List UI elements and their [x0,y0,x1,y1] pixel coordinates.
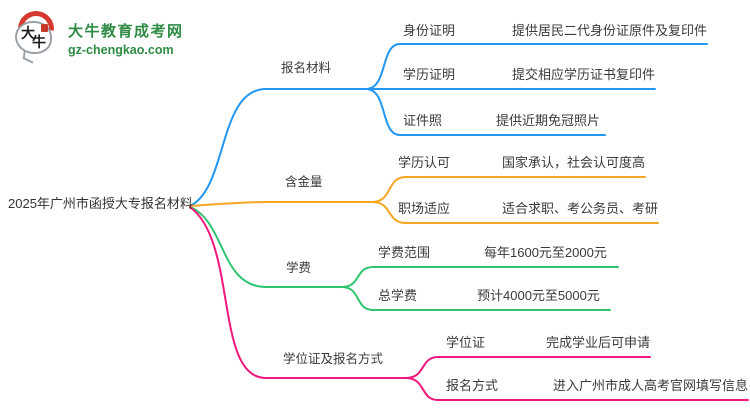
node-tuition-range-label: 学费范围 [378,245,431,260]
node-id-proof-label: 身份证明 [403,23,456,38]
branch-1-child-1-line [365,43,708,90]
logo-text-block: 大牛教育成考网 gz-chengkao.com [68,12,184,57]
node-degree-recognition-value: 国家承认，社会认可度高 [502,155,646,170]
branch-3-child-1-line [341,266,619,288]
node-education-proof-value: 提交相应学历证书复印件 [512,67,656,82]
branch-4-main-line [189,206,407,379]
node-registration-method-value: 进入广州市成人高考官网填写信息 [553,378,749,393]
node-workplace-fit-label: 职场适应 [398,201,451,216]
node-id-proof-value: 提供居民二代身份证原件及复印件 [512,23,708,38]
site-url: gz-chengkao.com [68,43,174,57]
branch-tuition-label: 学费 [286,261,312,275]
node-total-tuition-value: 预计4000元至5000元 [477,288,600,303]
node-id-photo-value: 提供近期免冠照片 [496,113,601,128]
branch-3-child-2-line [341,286,611,311]
branch-2-child-1-line [371,176,646,203]
daniu-logo-icon: 大 牛 [10,3,62,64]
node-id-photo-label: 证件照 [403,113,443,128]
node-education-proof-label: 学历证明 [403,67,456,82]
node-degree-recognition-label: 学历认可 [398,155,451,170]
node-tuition-range-value: 每年1600元至2000元 [484,245,607,260]
node-registration-method-label: 报名方式 [446,378,499,393]
branch-4-child-1-line [405,356,651,379]
root-node: 2025年广州市函授大专报名材料 [8,196,193,211]
site-name: 大牛教育成考网 [68,23,184,40]
node-total-tuition-label: 总学费 [378,288,418,303]
logo-char-niu: 牛 [32,34,46,50]
logo-char-da: 大 [21,25,35,41]
branch-degree-and-registration-label: 学位证及报名方式 [283,352,384,366]
node-degree-cert-label: 学位证 [446,335,486,350]
branch-1-main-line [189,88,367,207]
branch-2-main-line [189,201,373,207]
node-degree-cert-value: 完成学业后可申请 [546,335,651,350]
logo-speech-bubble-icon: 大 牛 [15,21,52,54]
branch-2-child-2-line [371,201,659,224]
branch-enrollment-materials-label: 报名材料 [281,61,332,75]
logo-red-seal-icon [41,24,48,32]
branch-1-child-3-line [365,88,606,136]
branch-3-main-line [189,206,343,288]
site-logo[interactable]: 大 牛 大牛教育成考网 gz-chengkao.com [10,3,184,64]
branch-credential-value-label: 含金量 [285,175,323,189]
branch-4-child-2-line [405,377,749,401]
node-workplace-fit-value: 适合求职、考公务员、考研 [502,201,659,216]
